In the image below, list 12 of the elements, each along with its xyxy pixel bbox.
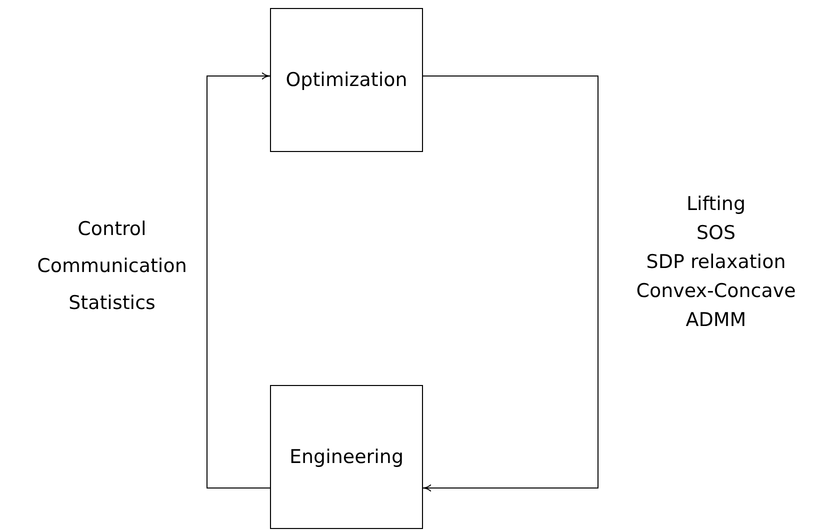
method-label: ADMM [686,309,746,331]
process-box [270,8,423,152]
method-label: Statistics [68,292,156,314]
method-label: Lifting [686,193,746,215]
box-label: Optimization [286,69,408,91]
method-label: SDP relaxation [646,251,786,273]
box-label: Engineering [290,446,404,468]
method-label: Convex-Concave [636,280,796,302]
method-label: Control [78,218,146,240]
method-label: Communication [37,255,187,277]
process-box [270,385,423,529]
method-label: SOS [696,222,736,244]
